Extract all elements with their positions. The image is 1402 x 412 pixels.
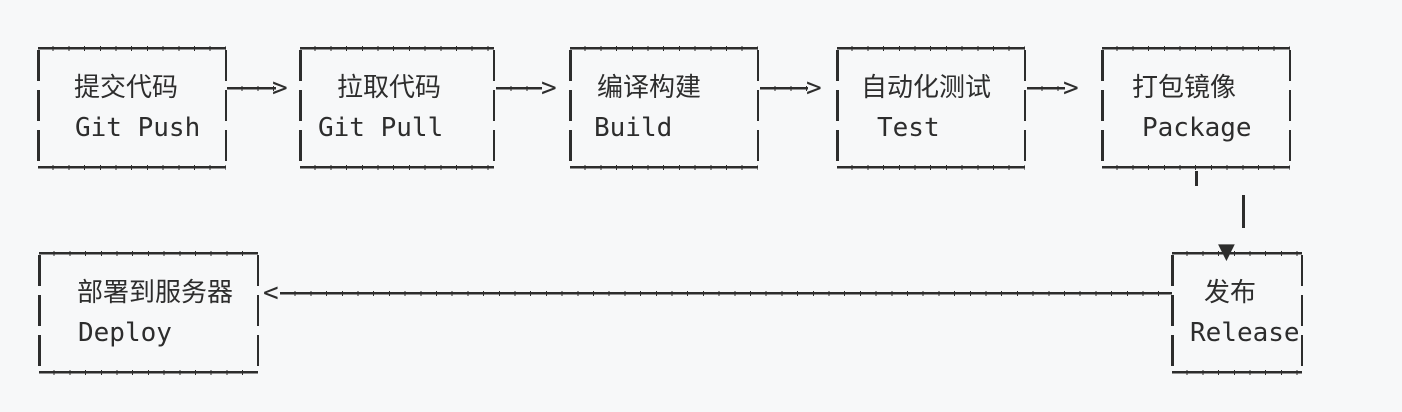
stage-label-en: Git Pull xyxy=(318,113,444,143)
arrow-line-release-to-deploy xyxy=(280,291,1172,296)
stage-box-deploy: 部署到服务器 Deploy xyxy=(38,251,259,375)
box-border-left xyxy=(836,50,839,166)
arrow-line-build-to-test xyxy=(760,86,808,91)
connector-stem xyxy=(1195,171,1198,186)
stage-label-en: Release xyxy=(1190,318,1300,348)
stage-label-zh: 自动化测试 xyxy=(861,73,992,103)
stage-label-zh: 拉取代码 xyxy=(337,73,442,103)
arrow-left-icon: < xyxy=(263,278,279,308)
box-border-top xyxy=(837,46,1025,51)
stage-label-en: Deploy xyxy=(78,318,172,348)
box-border-top xyxy=(300,46,494,51)
box-border-bottom xyxy=(1102,165,1290,170)
stage-label-en: Test xyxy=(877,113,940,143)
box-border-left xyxy=(569,50,572,166)
box-border-left xyxy=(38,255,41,371)
stage-label-zh: 提交代码 xyxy=(74,73,179,103)
stage-box-build: 编译构建 Build xyxy=(569,46,759,170)
box-border-top xyxy=(1102,46,1290,51)
box-border-top xyxy=(1172,251,1302,256)
stage-label-en: Build xyxy=(594,113,673,143)
arrow-line-push-to-pull xyxy=(227,86,276,91)
box-border-bottom xyxy=(38,165,226,170)
box-border-right xyxy=(224,50,227,166)
arrow-down-icon: ▼ xyxy=(1218,231,1235,271)
arrow-right-icon: > xyxy=(1063,73,1079,103)
stage-box-test: 自动化测试 Test xyxy=(836,46,1026,170)
box-border-top xyxy=(39,251,258,256)
stage-box-git-pull: 拉取代码 Git Pull xyxy=(299,46,495,170)
box-border-left xyxy=(37,50,40,166)
box-border-right xyxy=(1288,50,1291,166)
arrow-line-pull-to-build xyxy=(496,86,542,91)
box-border-bottom xyxy=(570,165,758,170)
box-border-bottom xyxy=(39,370,258,375)
arrow-right-icon: > xyxy=(272,73,288,103)
arrow-line-test-to-package xyxy=(1027,86,1065,91)
stage-box-release: 发布 Release xyxy=(1171,251,1303,375)
box-border-right xyxy=(256,255,259,371)
stage-label-zh: 部署到服务器 xyxy=(77,278,234,308)
box-border-left xyxy=(1171,255,1174,371)
stage-label-en: Git Push xyxy=(75,113,201,143)
box-border-top xyxy=(570,46,758,51)
box-border-bottom xyxy=(1172,370,1302,375)
stage-label-zh: 打包镜像 xyxy=(1132,73,1237,103)
arrow-right-icon: > xyxy=(541,73,557,103)
stage-box-git-push: 提交代码 Git Push xyxy=(37,46,227,170)
box-border-bottom xyxy=(300,165,494,170)
stage-label-zh: 发布 xyxy=(1204,278,1257,308)
box-border-bottom xyxy=(837,165,1025,170)
box-border-left xyxy=(1101,50,1104,166)
box-border-right xyxy=(756,50,759,166)
box-border-right xyxy=(492,50,495,166)
box-border-right xyxy=(1023,50,1026,166)
stage-box-package: 打包镜像 Package xyxy=(1101,46,1291,170)
box-border-top xyxy=(38,46,226,51)
connector-segment xyxy=(1242,195,1245,228)
box-border-right xyxy=(1300,255,1303,371)
arrow-right-icon: > xyxy=(806,73,822,103)
box-border-left xyxy=(299,50,302,166)
stage-label-zh: 编译构建 xyxy=(597,73,702,103)
stage-label-en: Package xyxy=(1142,113,1252,143)
